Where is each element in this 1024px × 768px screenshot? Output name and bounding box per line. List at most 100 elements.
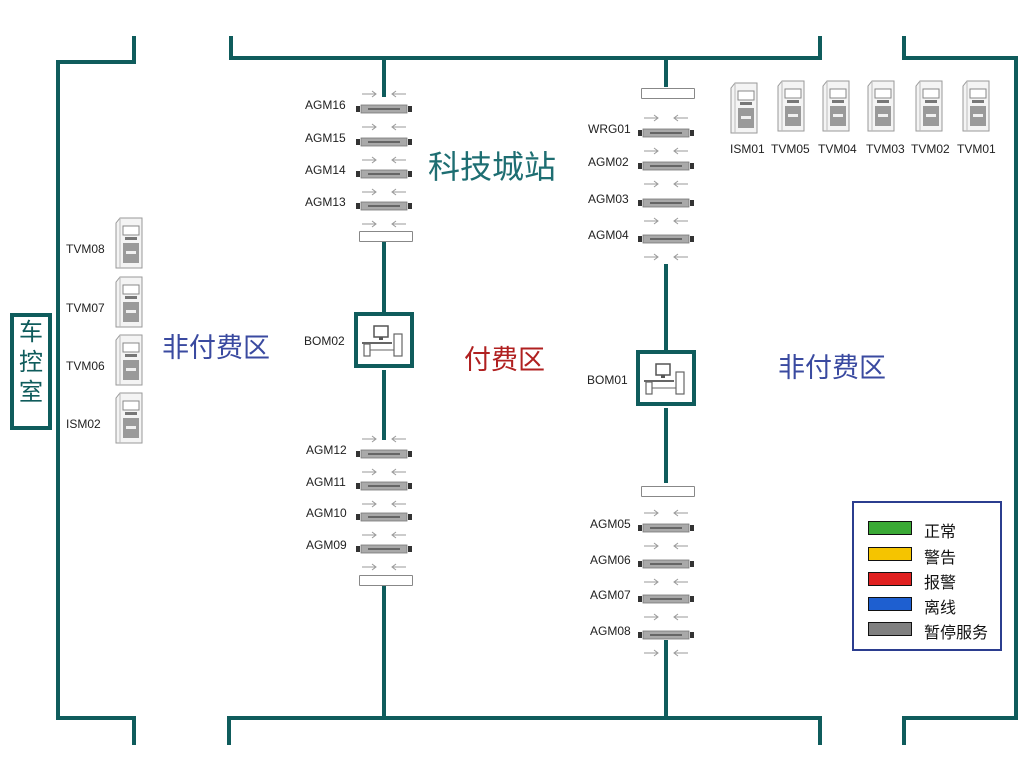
machine-label: TVM01 bbox=[957, 142, 996, 156]
machine-label: ISM01 bbox=[730, 142, 765, 156]
gate-label: AGM04 bbox=[588, 228, 629, 242]
legend-label: 正常 bbox=[924, 522, 957, 541]
gate-body-icon bbox=[638, 161, 694, 171]
machine-label: TVM03 bbox=[866, 142, 905, 156]
bom-booth-right[interactable] bbox=[636, 350, 696, 406]
ticket-machine[interactable] bbox=[114, 217, 144, 273]
gate-passage bbox=[358, 84, 410, 103]
passage-arrows-icon bbox=[644, 253, 688, 261]
ticket-gate[interactable] bbox=[638, 194, 694, 213]
ticket-machine[interactable] bbox=[114, 276, 144, 332]
passage-arrows-icon bbox=[644, 578, 688, 586]
gate-body-icon bbox=[638, 128, 694, 138]
gate-label: AGM10 bbox=[306, 506, 347, 520]
gate-passage bbox=[358, 462, 410, 481]
ticket-gate[interactable] bbox=[638, 157, 694, 176]
ticket-gate[interactable] bbox=[356, 477, 412, 496]
ticket-machine[interactable] bbox=[729, 82, 759, 138]
gate-body-icon bbox=[356, 137, 412, 147]
gate-end-cap bbox=[359, 575, 413, 586]
machine-label: TVM02 bbox=[911, 142, 950, 156]
ticket-machine-icon bbox=[822, 80, 850, 132]
computer-icon bbox=[362, 325, 403, 357]
gate-body-icon bbox=[638, 594, 694, 604]
gate-label: AGM08 bbox=[590, 624, 631, 638]
gate-label: AGM11 bbox=[306, 475, 346, 489]
machine-label: TVM04 bbox=[818, 142, 857, 156]
ticket-gate[interactable] bbox=[356, 100, 412, 119]
ticket-machine-icon bbox=[962, 80, 990, 132]
gate-passage bbox=[640, 141, 692, 160]
machine-label: TVM05 bbox=[771, 142, 810, 156]
gate-passage bbox=[640, 247, 692, 266]
ticket-gate[interactable] bbox=[356, 540, 412, 559]
gate-passage bbox=[358, 150, 410, 169]
gate-body-icon bbox=[638, 234, 694, 244]
legend-swatch bbox=[868, 622, 912, 636]
ticket-gate[interactable] bbox=[356, 133, 412, 152]
ticket-machine[interactable] bbox=[114, 392, 144, 448]
gate-label: WRG01 bbox=[588, 122, 631, 136]
ticket-machine[interactable] bbox=[866, 80, 896, 136]
machine-label: TVM08 bbox=[66, 242, 105, 256]
ticket-gate[interactable] bbox=[356, 165, 412, 184]
ticket-machine[interactable] bbox=[961, 80, 991, 136]
bom-label-left: BOM02 bbox=[304, 334, 345, 348]
ticket-machine[interactable] bbox=[914, 80, 944, 136]
passage-arrows-icon bbox=[644, 649, 688, 657]
control-room-char-2: 控 bbox=[19, 348, 43, 376]
ticket-machine[interactable] bbox=[114, 334, 144, 390]
passage-arrows-icon bbox=[644, 542, 688, 550]
gate-passage bbox=[358, 494, 410, 513]
ticket-gate[interactable] bbox=[638, 590, 694, 609]
gate-passage bbox=[640, 211, 692, 230]
gate-label: AGM14 bbox=[305, 163, 346, 177]
passage-arrows-icon bbox=[362, 220, 406, 228]
control-room-char-3: 室 bbox=[19, 378, 43, 406]
ticket-machine[interactable] bbox=[821, 80, 851, 136]
passage-arrows-icon bbox=[644, 613, 688, 621]
gate-body-icon bbox=[356, 201, 412, 211]
ticket-machine-icon bbox=[115, 217, 143, 269]
passage-arrows-icon bbox=[362, 188, 406, 196]
gate-body-icon bbox=[356, 544, 412, 554]
gate-label: AGM03 bbox=[588, 192, 629, 206]
gate-passage bbox=[358, 117, 410, 136]
gate-label: AGM09 bbox=[306, 538, 347, 552]
gate-label: AGM13 bbox=[305, 195, 346, 209]
gate-body-icon bbox=[356, 512, 412, 522]
passage-arrows-icon bbox=[644, 509, 688, 517]
computer-icon bbox=[644, 363, 685, 395]
ticket-gate[interactable] bbox=[356, 445, 412, 464]
ticket-machine[interactable] bbox=[776, 80, 806, 136]
legend-swatch bbox=[868, 572, 912, 586]
ticket-gate[interactable] bbox=[638, 230, 694, 249]
ticket-gate[interactable] bbox=[356, 508, 412, 527]
gate-end-cap bbox=[641, 486, 695, 497]
passage-arrows-icon bbox=[362, 563, 406, 571]
gate-label: AGM15 bbox=[305, 131, 346, 145]
ticket-gate[interactable] bbox=[356, 197, 412, 216]
ticket-machine-icon bbox=[115, 276, 143, 328]
gate-passage bbox=[640, 572, 692, 591]
zone-paid: 付费区 bbox=[464, 345, 545, 376]
legend-label: 警告 bbox=[924, 548, 957, 567]
ticket-gate[interactable] bbox=[638, 124, 694, 143]
bom-booth-left[interactable] bbox=[354, 312, 414, 368]
ticket-gate[interactable] bbox=[638, 555, 694, 574]
control-room[interactable]: 车 控 室 bbox=[10, 313, 52, 430]
zone-unpaid-right: 非付费区 bbox=[778, 353, 886, 384]
bom-label-right: BOM01 bbox=[587, 373, 628, 387]
passage-arrows-icon bbox=[362, 468, 406, 476]
station-title: 科技城站 bbox=[428, 148, 557, 186]
gate-passage bbox=[640, 108, 692, 127]
machine-label: ISM02 bbox=[66, 417, 101, 431]
ticket-gate[interactable] bbox=[638, 626, 694, 645]
gate-label: AGM02 bbox=[588, 155, 629, 169]
ticket-gate[interactable] bbox=[638, 519, 694, 538]
gate-passage bbox=[358, 214, 410, 233]
ticket-machine-icon bbox=[115, 334, 143, 386]
gate-body-icon bbox=[356, 481, 412, 491]
status-legend: 正常 警告 报警 离线 暂停服务 bbox=[852, 501, 1002, 651]
